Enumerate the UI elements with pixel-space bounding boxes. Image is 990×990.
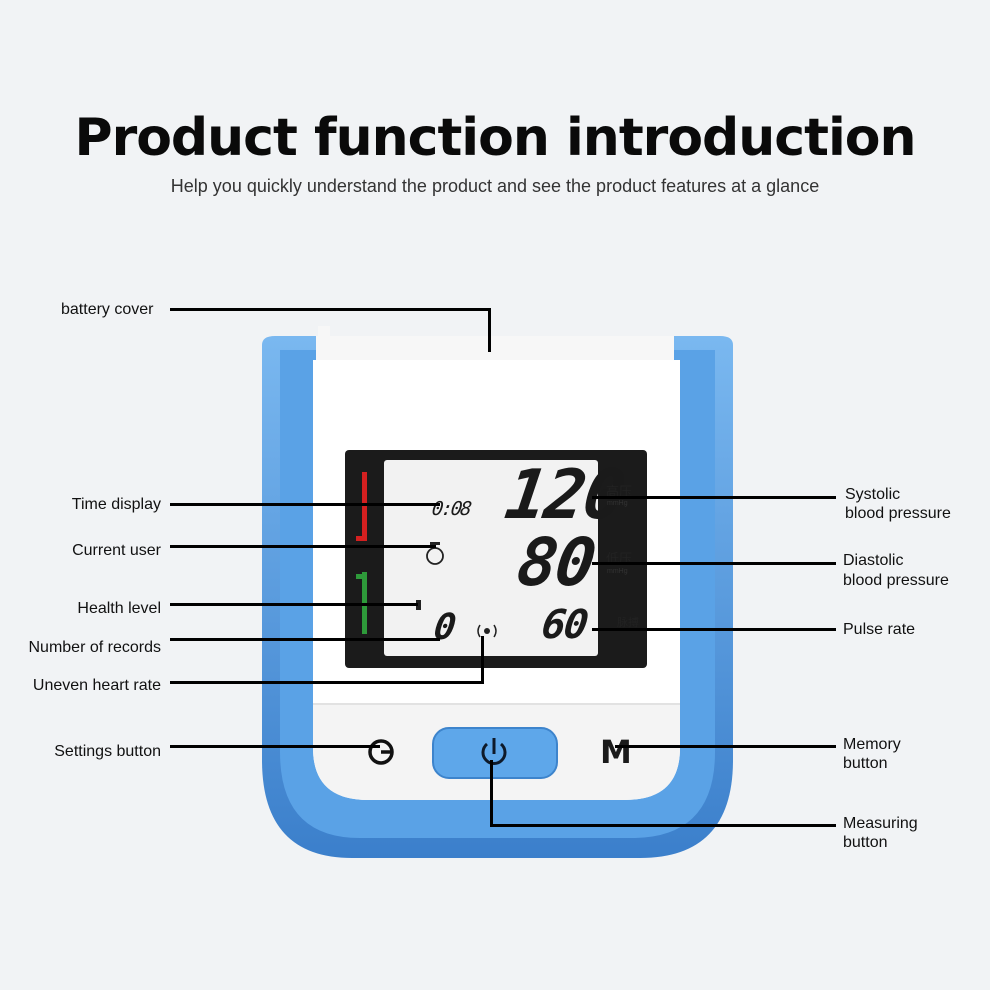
leader-uneven-heart-rate	[170, 681, 484, 684]
user-icon	[426, 542, 444, 565]
label-memory-1: Memory	[843, 736, 901, 753]
settings-button[interactable]	[365, 736, 397, 768]
page-subtitle: Help you quickly understand the product …	[170, 176, 820, 196]
battery-cover	[316, 336, 674, 360]
settings-icon	[368, 739, 394, 765]
leader-battery-cover	[170, 308, 490, 311]
pulse-readout: 60	[538, 602, 590, 648]
leader-pulse-rate	[592, 628, 836, 631]
label-settings-button: Settings button	[54, 743, 161, 760]
measuring-button[interactable]	[433, 728, 557, 778]
label-battery-cover: battery cover	[61, 301, 154, 318]
label-health-level: Health level	[77, 600, 161, 617]
diastolic-readout: 80	[512, 524, 599, 601]
pulse-cn-label: 脉搏	[617, 617, 639, 629]
leader-systolic	[592, 496, 836, 499]
label-time-display: Time display	[71, 496, 161, 513]
label-pulse-rate: Pulse rate	[843, 621, 916, 638]
lcd-screen	[384, 460, 598, 656]
label-current-user: Current user	[72, 542, 161, 559]
leader-health-level	[170, 603, 418, 606]
systolic-cn-label: 高压	[606, 484, 633, 499]
leader-settings-button	[170, 745, 380, 748]
leader-memory-button	[615, 745, 836, 748]
label-systolic-1: Systolic	[845, 486, 901, 503]
time-readout: 0:08	[430, 498, 472, 520]
leader-time-display	[170, 503, 440, 506]
systolic-unit: mmHg	[607, 500, 628, 507]
label-uneven-heart-rate: Uneven heart rate	[32, 677, 161, 694]
leader-current-user	[170, 545, 436, 548]
label-diastolic-2: blood pressure	[843, 572, 949, 589]
label-measuring-2: button	[843, 834, 888, 851]
leader-number-of-records	[170, 638, 440, 641]
label-memory-2: button	[843, 755, 888, 772]
label-diastolic-1: Diastolic	[843, 552, 904, 569]
label-number-of-records: Number of records	[28, 639, 162, 656]
leader-measuring-button	[490, 760, 493, 826]
memory-button[interactable]: M	[600, 733, 632, 771]
leader-diastolic	[592, 562, 836, 565]
diastolic-unit: mmHg	[607, 568, 628, 575]
label-measuring-1: Measuring	[843, 815, 918, 832]
page-title: Product function introduction	[74, 108, 916, 168]
label-systolic-2: blood pressure	[845, 505, 951, 522]
power-icon	[481, 738, 507, 765]
heart-wave-icon	[477, 624, 497, 638]
